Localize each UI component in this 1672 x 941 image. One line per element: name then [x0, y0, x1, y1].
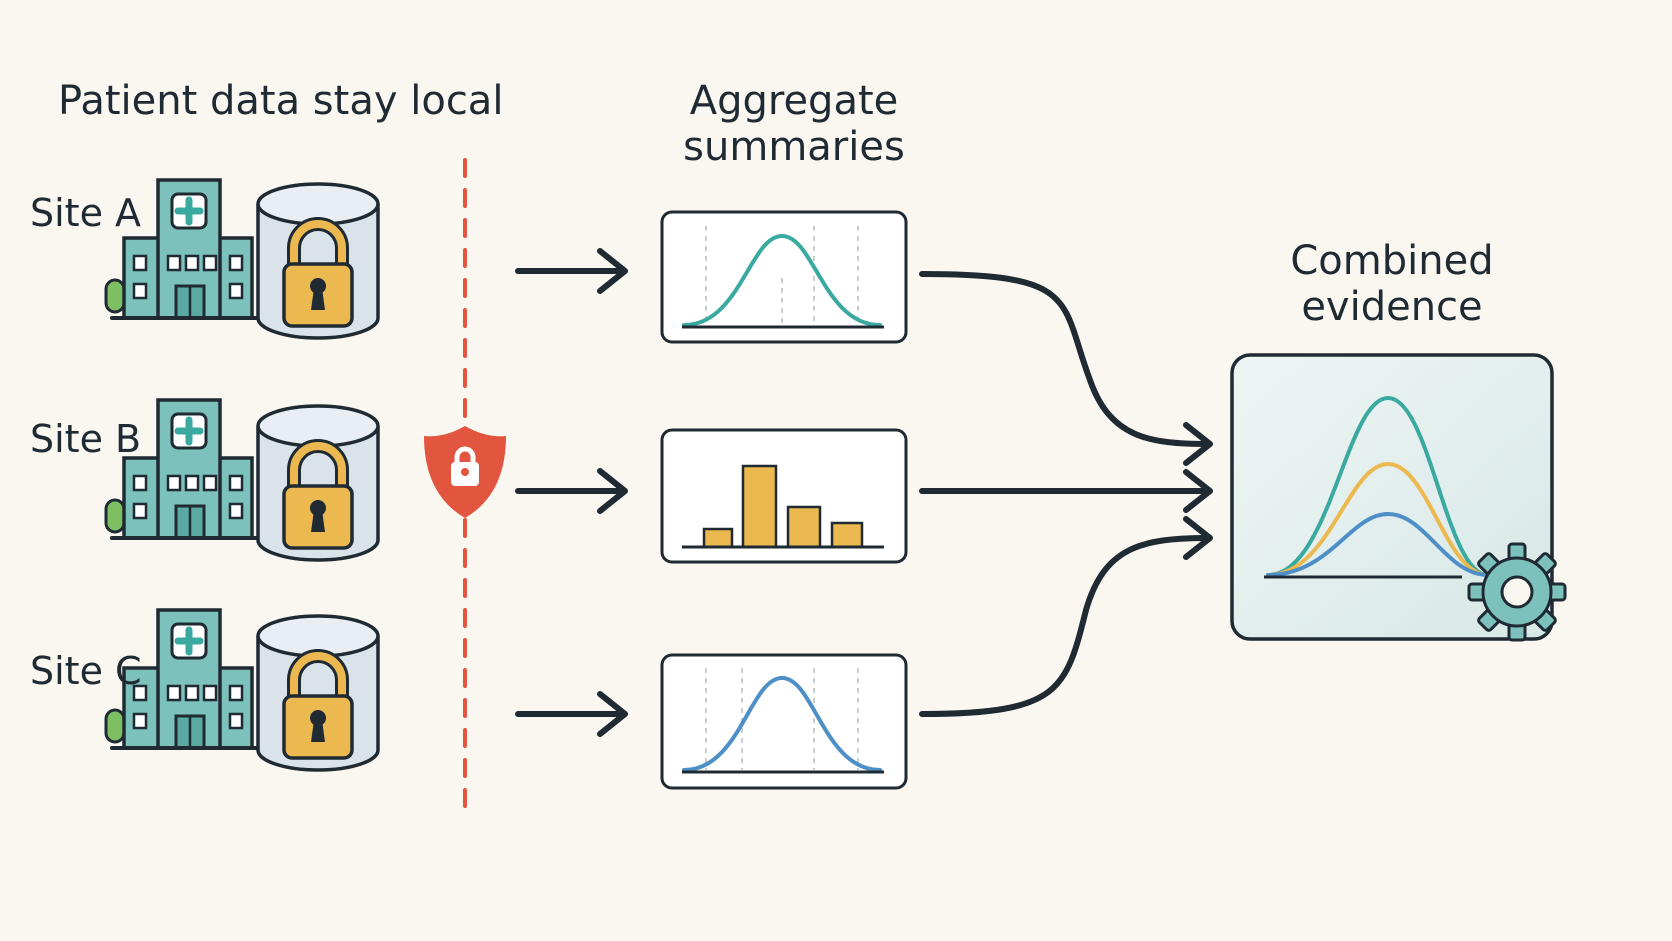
connector-c-to-combined [919, 516, 1213, 717]
site-label-a: Site A [30, 191, 142, 235]
histogram-bar [830, 521, 864, 549]
heading-aggregate-summaries: Aggregate summaries [634, 78, 954, 170]
arrow-site-b-to-summary [515, 468, 628, 514]
site-label-b: Site B [30, 417, 142, 461]
arrow-site-a-to-summary [515, 248, 628, 294]
summary-card-site-b [660, 428, 908, 564]
heading-aggregate-line-1: Aggregate [689, 78, 899, 124]
histogram-bar [786, 505, 822, 549]
combined-evidence-panel [1230, 353, 1554, 641]
summary-card-site-a [660, 210, 908, 344]
histogram-bar [702, 527, 734, 549]
heading-aggregate-line-2: summaries [683, 124, 905, 170]
connector-a-to-combined [919, 271, 1213, 466]
arrow-site-c-to-summary [515, 691, 628, 737]
locked-database-icon-site-c [258, 616, 378, 770]
locked-database-icon-site-b [258, 406, 378, 560]
heading-patient-data-local: Patient data stay local [58, 78, 504, 124]
heading-combined-line-1: Combined [1290, 238, 1494, 284]
heading-combined-evidence: Combined evidence [1232, 238, 1552, 330]
privacy-shield-icon [424, 426, 506, 518]
connector-b-to-combined [919, 469, 1213, 513]
site-label-c: Site C [30, 649, 142, 693]
gear-icon [1467, 542, 1567, 642]
distribution-curve [682, 233, 882, 327]
distribution-curve [682, 675, 882, 772]
locked-database-icon-site-a [258, 184, 378, 338]
heading-combined-line-2: evidence [1301, 284, 1483, 330]
histogram-bar [741, 464, 778, 549]
summary-card-site-c [660, 653, 908, 790]
